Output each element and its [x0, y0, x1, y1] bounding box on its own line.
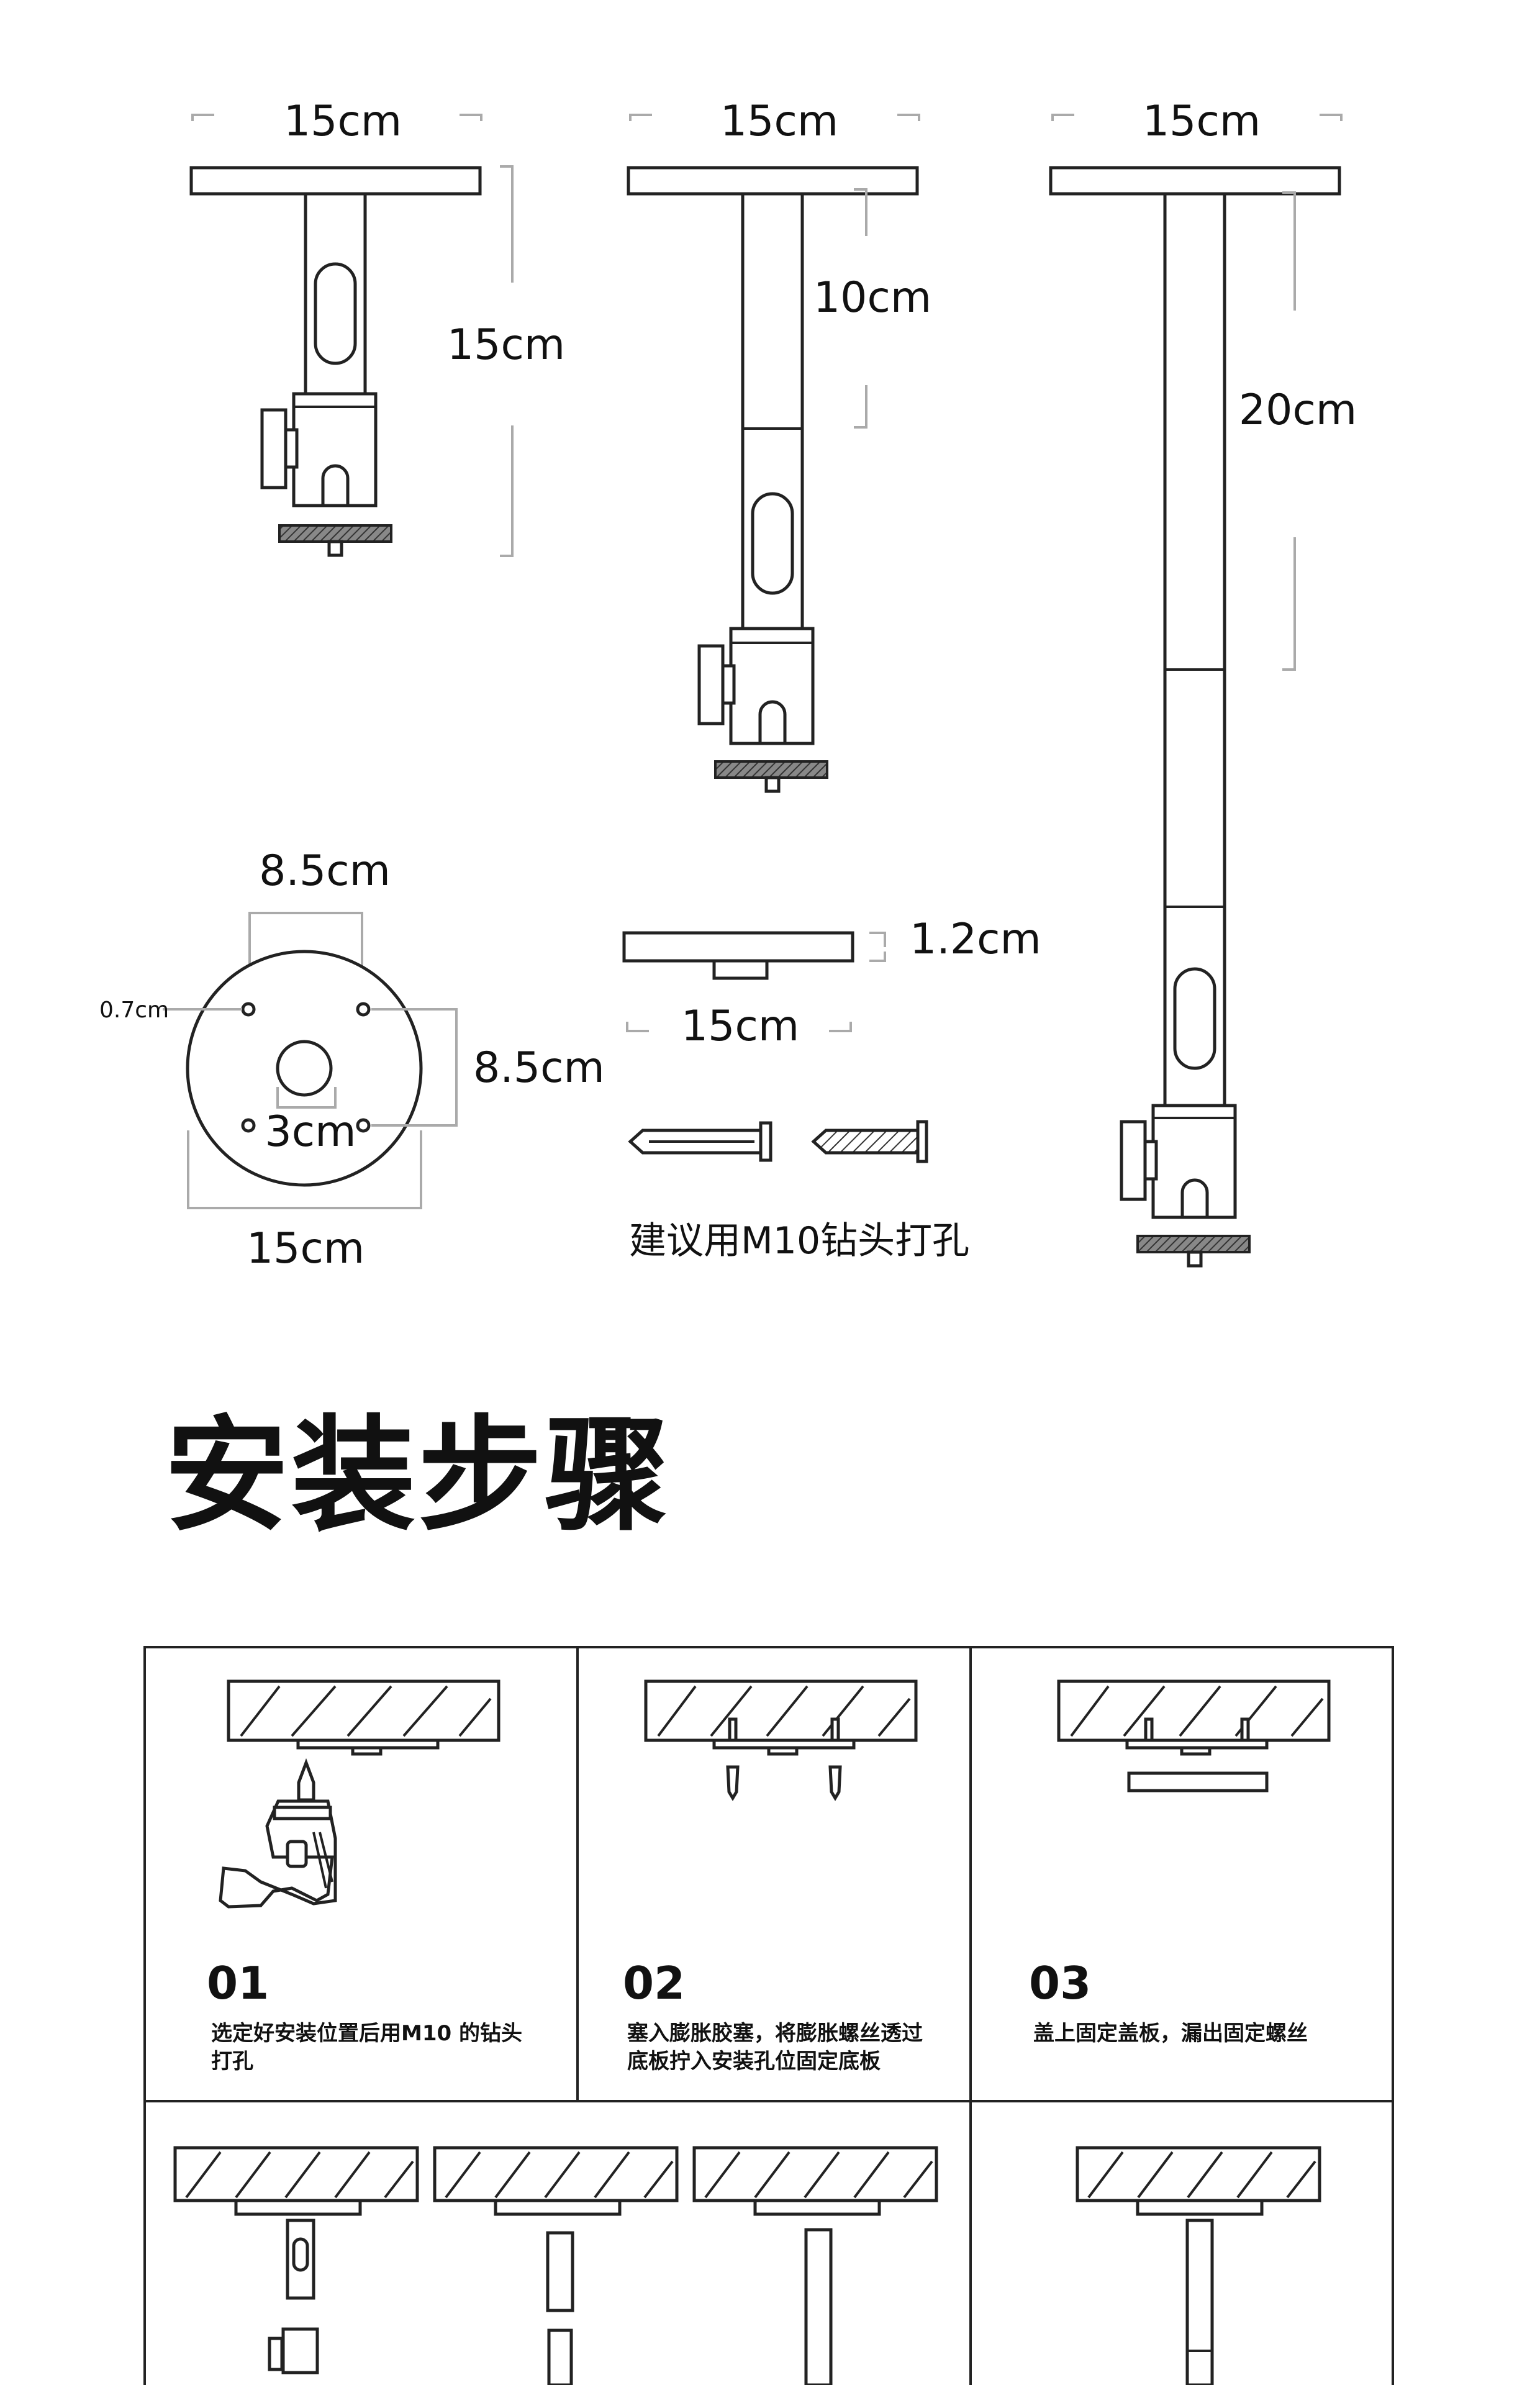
base-plate-hole: [356, 1002, 371, 1017]
ceiling-block: [227, 1679, 500, 1742]
bracket-large: 15cm 20cm: [1049, 97, 1357, 1268]
step-02-number: 02: [623, 1957, 685, 2009]
base-plate-hole: [241, 1002, 256, 1017]
step-03: 03 盖上固定盖板，漏出固定螺丝: [1029, 1679, 1331, 2046]
base-plate-hole-diameter-label: 0.7cm: [99, 997, 169, 1023]
base-plate-side-spacing-label: 8.5cm: [473, 1043, 605, 1093]
step-02-desc-line1: 塞入膨胀胶塞，将膨胀螺丝透过: [627, 2021, 923, 2046]
bracket-medium: 15cm 10cm: [627, 97, 931, 793]
step-02: 02 塞入膨胀胶塞，将膨胀螺丝透过 底板拧入安装孔位固定底板: [623, 1679, 923, 2074]
step-01-desc-line2: 打孔: [211, 2049, 253, 2074]
base-plate-center-hole-label: 3cm: [265, 1107, 356, 1156]
step-02-desc-line2: 底板拧入安装孔位固定底板: [627, 2049, 881, 2074]
bracket-large-plate: [1049, 166, 1341, 196]
bracket-large-slot: [1173, 967, 1216, 1070]
cover-plate: [1127, 1771, 1269, 1792]
bracket-small-slot: [314, 262, 357, 365]
steps-grid: 01 选定好安装位置后用M10 的钻头 打孔 02 塞入膨胀胶塞，将膨胀螺丝透过…: [143, 1646, 1394, 2385]
base-plate-diameter-label: 15cm: [247, 1224, 365, 1273]
ceiling-block: [1076, 2146, 1321, 2202]
bracket-large-height-label: 20cm: [1239, 386, 1357, 435]
drill-icon: [219, 1758, 337, 1909]
expansion-screw-icon: [811, 1129, 920, 1155]
side-plate-width-label: 15cm: [681, 1002, 799, 1051]
ceiling-block: [1057, 1679, 1331, 1742]
bracket-large-pad: [1136, 1235, 1251, 1253]
bracket-medium-width-label: 15cm: [720, 97, 838, 146]
bracket-small-width-label: 15cm: [284, 97, 402, 146]
bracket-small-plate: [189, 166, 482, 196]
base-plate-center-hole: [276, 1040, 333, 1097]
screw-icon: [828, 1765, 842, 1801]
step-03-number: 03: [1029, 1957, 1091, 2009]
side-plate: [622, 931, 854, 963]
bracket-medium-slot: [751, 492, 794, 595]
base-plate-hole: [241, 1118, 256, 1133]
bracket-small-pad: [278, 524, 392, 543]
bracket-medium-knob: [697, 644, 725, 725]
bracket-medium-pad: [714, 760, 828, 779]
ceiling-block: [173, 2146, 419, 2202]
ceiling-block: [692, 2146, 938, 2202]
ceiling-block: [644, 1679, 918, 1742]
base-plate-diagram: 8.5cm 0.7cm 8.5cm 3cm 15cm: [99, 847, 605, 1273]
step-05: [1076, 2146, 1321, 2385]
side-plate-diagram: 1.2cm 15cm 建议用M10钻头打孔: [622, 915, 1041, 1263]
bracket-small-height-label: 15cm: [447, 320, 565, 370]
ceiling-block: [433, 2146, 679, 2202]
bracket-large-width-label: 15cm: [1143, 97, 1261, 146]
step-01: 01 选定好安装位置后用M10 的钻头 打孔: [207, 1679, 522, 2074]
side-plate-thickness-label: 1.2cm: [910, 915, 1041, 964]
bracket-small: 15cm 15cm: [189, 97, 565, 557]
bracket-large-knob: [1120, 1120, 1147, 1201]
bracket-small-knob: [260, 408, 288, 489]
section-title: 安装步骤: [165, 1404, 671, 1548]
bracket-medium-height-label: 10cm: [813, 273, 931, 322]
step-01-number: 01: [207, 1957, 269, 2009]
step-04: [173, 2146, 938, 2385]
step-03-desc-line1: 盖上固定盖板，漏出固定螺丝: [1033, 2021, 1308, 2046]
base-plate-hole: [356, 1118, 371, 1133]
screw-icon: [726, 1765, 740, 1801]
bracket-medium-plate: [627, 166, 919, 196]
base-plate-top-spacing-label: 8.5cm: [259, 847, 391, 896]
step-01-desc-line1: 选定好安装位置后用M10 的钻头: [211, 2021, 522, 2046]
drill-note: 建议用M10钻头打孔: [629, 1219, 969, 1263]
